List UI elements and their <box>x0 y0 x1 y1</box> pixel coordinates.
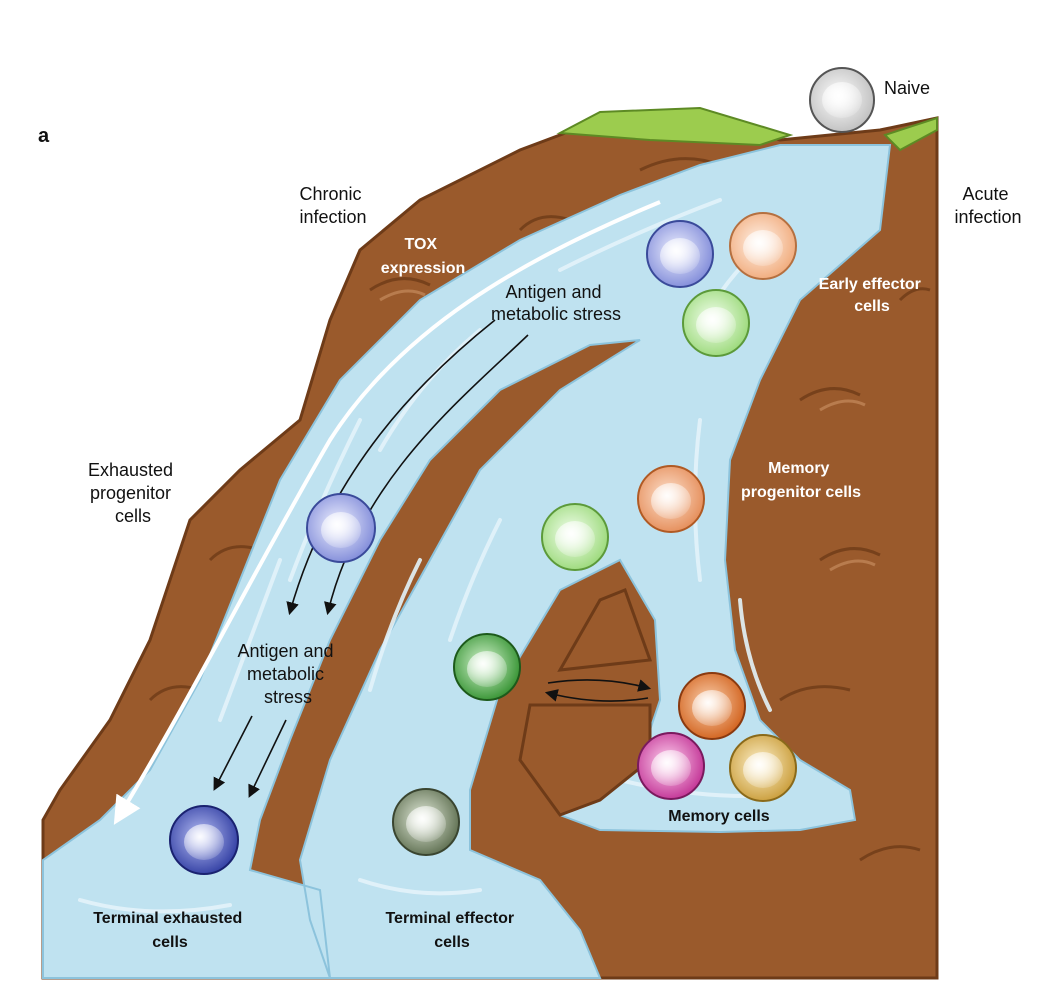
early-effector-cell-blue <box>646 220 714 288</box>
memory-cells-label: Memory cells <box>668 808 769 825</box>
antigen-stress-arrows-bottom <box>213 715 287 798</box>
effector-cell-dark-green <box>453 633 521 701</box>
terminal-exhausted-label: Terminal exhausted cells <box>93 910 247 951</box>
naive-label: Naive <box>884 78 930 98</box>
early-effector-cell-green <box>682 289 750 357</box>
grass-right <box>883 116 938 152</box>
exhausted-progenitor-label: Exhausted progenitor cells <box>88 460 178 526</box>
antigen-stress-mid-label: Antigen and metabolic stress <box>237 641 338 707</box>
terminal-exhausted-cell <box>169 805 239 875</box>
tox-expression-label: TOX expression <box>381 236 465 277</box>
exhausted-progenitor-cell <box>306 493 376 563</box>
memory-cell-gold <box>729 734 797 802</box>
antigen-stress-top-label: Antigen and metabolic stress <box>491 282 621 324</box>
memory-progenitor-label: Memory progenitor cells <box>741 460 861 501</box>
acute-infection-label: Acute infection <box>954 184 1021 227</box>
tox-expression-arrow <box>113 200 661 825</box>
chronic-infection-label: Chronic infection <box>299 184 366 227</box>
rock-island-upper <box>557 588 653 672</box>
memory-progenitor-cell <box>637 465 705 533</box>
early-effector-cell-peach <box>729 212 797 280</box>
grass-left <box>556 106 794 147</box>
effector-cell-green <box>541 503 609 571</box>
memory-cell-orange <box>678 672 746 740</box>
bidirectional-exchange-arrows <box>544 679 652 702</box>
early-effector-label: Early effector cells <box>819 276 926 315</box>
rock-island-lower <box>518 703 652 817</box>
terminal-effector-label: Terminal effector cells <box>385 910 518 951</box>
memory-cell-magenta <box>637 732 705 800</box>
terminal-effector-cell <box>392 788 460 856</box>
naive-cell <box>809 67 875 133</box>
panel-letter: a <box>38 125 50 147</box>
